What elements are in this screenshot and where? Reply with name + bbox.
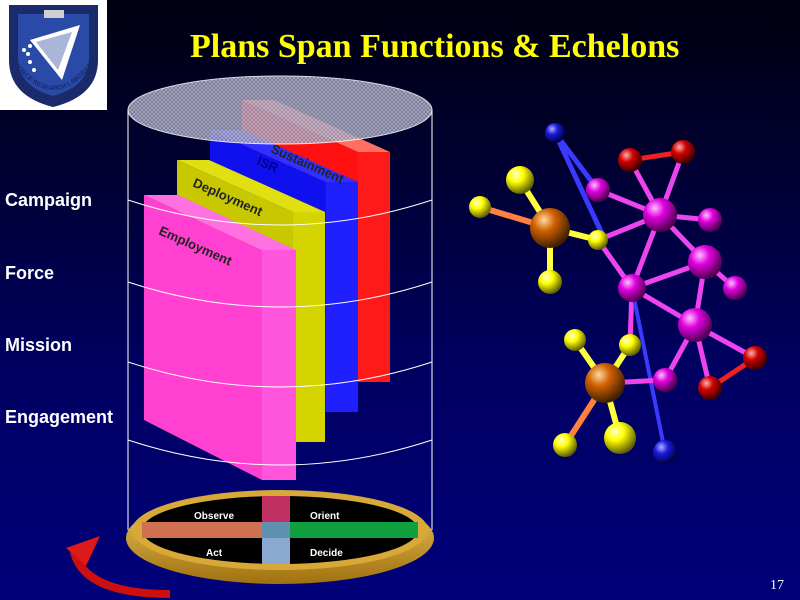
ooda-observe: Observe: [194, 511, 234, 522]
echelon-label-mission: Mission: [5, 335, 73, 355]
page-number: 17: [770, 578, 784, 593]
echelon-label-engagement: Engagement: [5, 407, 114, 427]
ring-engagement: [127, 439, 433, 466]
echelon-label-campaign: Campaign: [5, 190, 93, 210]
ooda-decide: Decide: [310, 548, 343, 559]
shield-emblem-icon: [9, 5, 98, 108]
ooda-orient: Orient: [310, 511, 340, 522]
ring-campaign: [127, 199, 433, 226]
echelon-label-force: Force: [5, 263, 55, 283]
afrl-logo: AIR FORCE RESEARCH LABORATORY: [0, 0, 107, 110]
plane-employment: [144, 195, 296, 480]
molecule-network-graphic: [469, 123, 767, 464]
cycle-arrow-icon: [66, 536, 170, 598]
ring-force: [127, 281, 433, 308]
ooda-act: Act: [206, 548, 223, 559]
ooda-disc: [126, 490, 434, 584]
slide-title: Plans Span Functions & Echelons: [190, 28, 680, 65]
ring-mission: [127, 361, 433, 388]
cylinder-top: [127, 75, 433, 145]
